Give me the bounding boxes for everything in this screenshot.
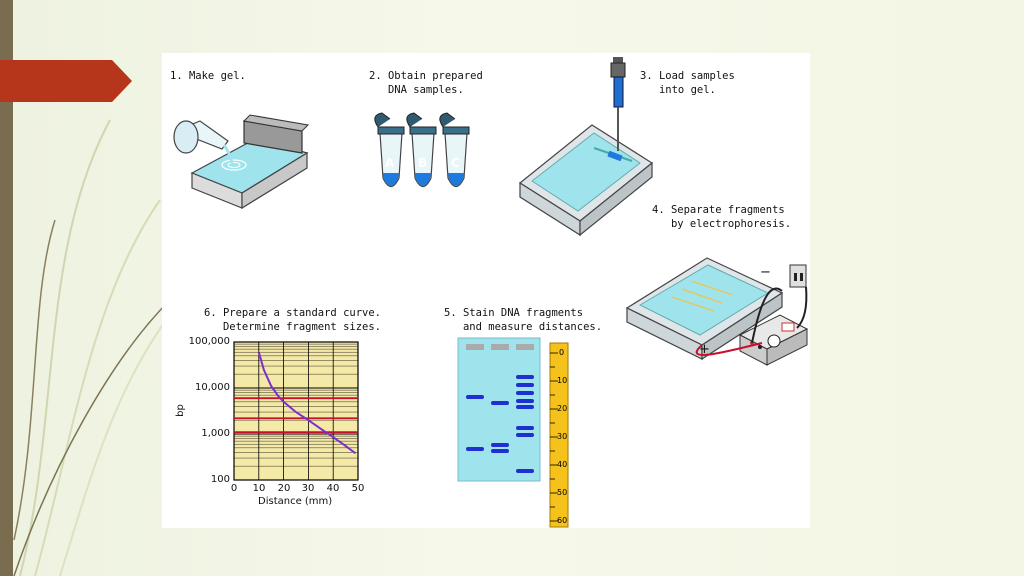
y-tick-label: 10,000 bbox=[195, 382, 230, 393]
standard-curve-line bbox=[257, 351, 357, 455]
ruler-tick: 40 bbox=[557, 460, 568, 469]
loading-gel-box bbox=[518, 124, 654, 237]
power-supply bbox=[695, 264, 809, 366]
y-tick-label: 100 bbox=[210, 474, 230, 485]
ruler-tick: 60 bbox=[557, 516, 568, 525]
x-tick-label: 40 bbox=[326, 483, 340, 494]
step-6-label: 6. Prepare a standard curve. Determine f… bbox=[204, 307, 382, 333]
y-tick-label: 100,000 bbox=[188, 336, 230, 347]
x-tick-label: 50 bbox=[351, 483, 365, 494]
step-1-label: 1. Make gel. bbox=[170, 70, 246, 82]
electrophoresis-box bbox=[625, 257, 784, 361]
tube-label-a: A bbox=[385, 156, 395, 170]
gel-tray-illustration bbox=[190, 114, 310, 210]
chart-reference-lines bbox=[234, 397, 358, 433]
step-3-label: 3. Load samples into gel. bbox=[640, 70, 735, 96]
step-2-label: 2. Obtain prepared DNA samples. bbox=[369, 70, 483, 96]
diagram-artwork bbox=[173, 57, 809, 528]
positive-electrode-label: + bbox=[699, 342, 710, 357]
sample-tubes bbox=[374, 112, 470, 188]
step-5-label: 5. Stain DNA fragments and measure dista… bbox=[444, 307, 603, 333]
flask-illustration bbox=[173, 120, 234, 164]
ruler-tick: 10 bbox=[557, 376, 568, 385]
x-axis-label: Distance (mm) bbox=[258, 496, 333, 507]
ruler-tick: 30 bbox=[557, 432, 568, 441]
x-tick-label: 0 bbox=[230, 483, 238, 494]
x-tick-label: 30 bbox=[301, 483, 315, 494]
ruler-tick: 20 bbox=[557, 404, 568, 413]
ruler bbox=[549, 342, 569, 528]
tube-label-c: C bbox=[451, 156, 460, 170]
step-4-label: 4. Separate fragments by electrophoresis… bbox=[652, 204, 792, 230]
pipette-illustration bbox=[610, 57, 626, 151]
stained-gel bbox=[457, 337, 541, 482]
y-axis-label: bp bbox=[174, 404, 186, 417]
y-tick-label: 1,000 bbox=[201, 428, 230, 439]
accent-arrow-tab bbox=[0, 60, 132, 102]
x-tick-label: 10 bbox=[252, 483, 266, 494]
electrophoresis-diagram-panel: 1. Make gel. 2. Obtain prepared DNA samp… bbox=[162, 53, 810, 528]
chart-gridlines bbox=[234, 342, 358, 480]
ruler-tick: 0 bbox=[559, 348, 565, 357]
negative-electrode-label: − bbox=[760, 265, 771, 280]
left-color-strip bbox=[0, 0, 13, 576]
ruler-tick: 50 bbox=[557, 488, 568, 497]
standard-curve-chart bbox=[233, 341, 359, 481]
tube-label-b: B bbox=[418, 156, 428, 170]
x-tick-label: 20 bbox=[277, 483, 291, 494]
